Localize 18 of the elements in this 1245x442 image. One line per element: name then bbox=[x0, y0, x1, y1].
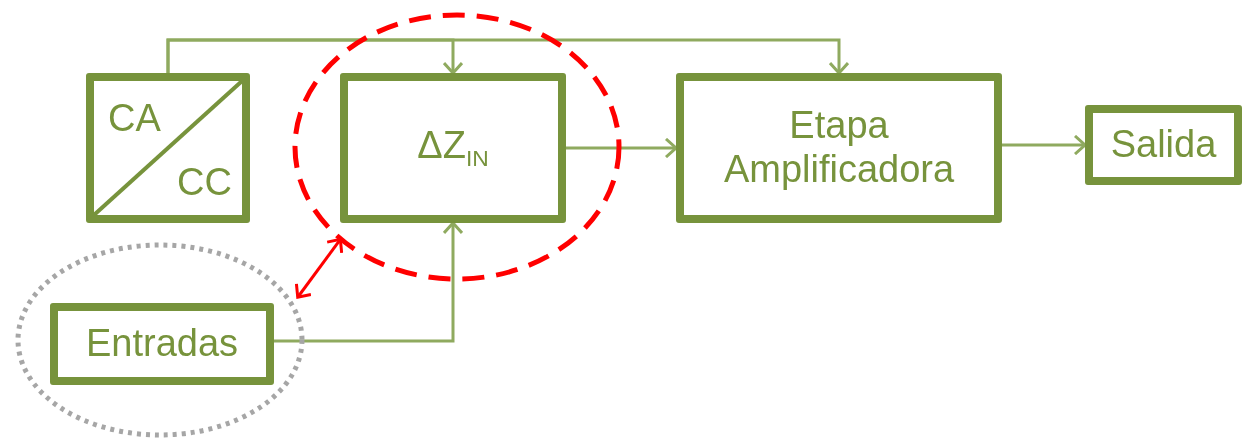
node-label: Etapa Amplificadora bbox=[722, 104, 956, 192]
node-label: ΔZ$_{IN}$ bbox=[417, 124, 489, 172]
process-box bbox=[1085, 105, 1242, 185]
node-label: CA bbox=[108, 97, 161, 141]
process-box bbox=[676, 73, 1002, 223]
arrow bbox=[166, 38, 850, 75]
dotted-ellipse bbox=[15, 242, 305, 438]
process-box bbox=[340, 73, 566, 223]
process-box bbox=[50, 303, 274, 385]
arrow bbox=[1002, 134, 1087, 156]
arrow bbox=[566, 137, 678, 159]
node-label: Salida bbox=[1110, 123, 1217, 167]
converter-box bbox=[86, 73, 250, 223]
arrow bbox=[274, 221, 464, 343]
node-label: CC bbox=[177, 161, 232, 205]
double-arrow bbox=[294, 237, 344, 299]
dashed-ellipse bbox=[292, 12, 622, 282]
node-label: Entradas bbox=[85, 322, 239, 366]
